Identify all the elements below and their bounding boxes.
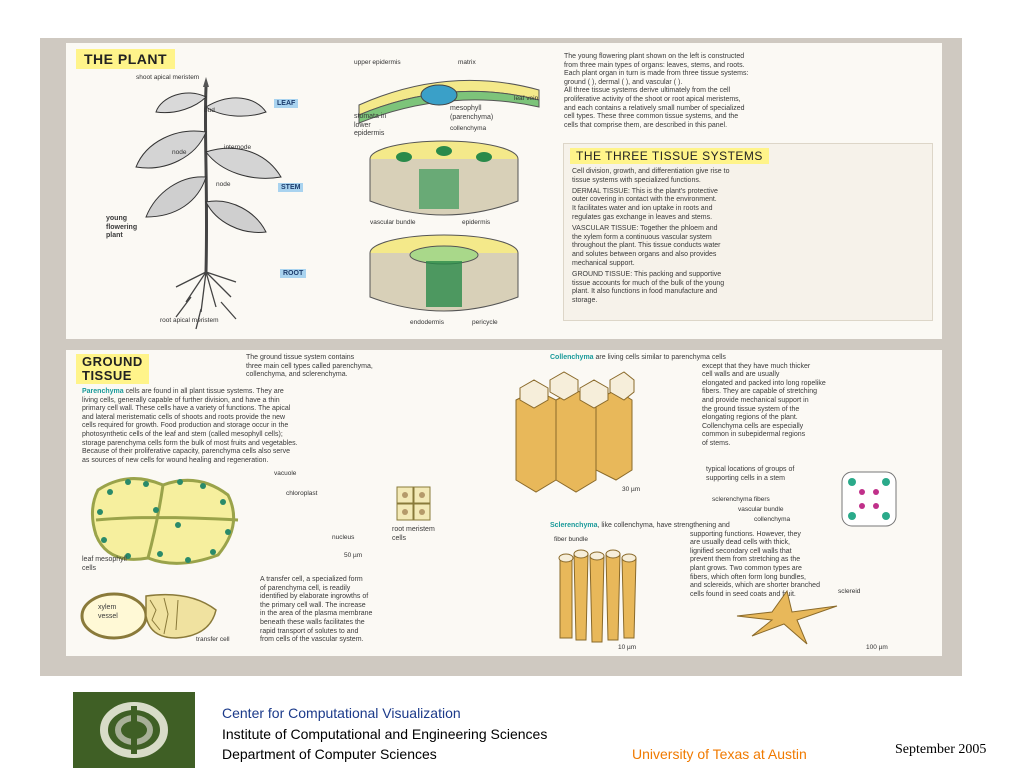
label-stomata: stomata in lower epidermis [354,113,387,138]
parenchyma-text: Parenchyma cells are found in all plant … [82,388,298,464]
sclerenchyma-text: Sclerenchyma, like collenchyma, have str… [550,522,820,598]
label-sclereid: sclereid [838,588,861,595]
stem-cross-section [369,140,519,216]
footer-institute: Institute of Computational and Engineeri… [222,726,548,742]
label-leaf-vein: leaf vein [514,95,539,102]
label-young-plant: young flowering plant [106,215,138,240]
label-scale-30: 30 µm [622,486,641,493]
footer-university: University of Texas at Austin [632,746,807,762]
collenchyma-word: Collenchyma [550,354,594,361]
plant-illustration [135,77,282,330]
label-internode: internode [224,144,252,151]
label-epidermis: epidermis [462,219,491,226]
sclereid-illustration [736,589,838,645]
label-vacuole: vacuole [274,470,297,477]
label-vascular-bundle-small: vascular bundle [738,506,784,513]
parenchyma-word: Parenchyma [82,388,124,395]
label-collenchyma: collenchyma [450,125,487,132]
label-mesophyll: mesophyll (parenchyma) [450,105,494,121]
label-bud: bud [204,107,215,114]
label-scale-50: 50 µm [344,552,363,559]
footer-department: Department of Computer Sciences [222,746,437,762]
sclerenchyma-word: Sclerenchyma [550,522,598,529]
tissue-systems-text: Cell division, growth, and differentiati… [572,168,730,305]
plant-panel-title: THE PLANT [76,49,176,69]
label-vascular-bundle: vascular bundle [370,219,416,226]
label-node: node [172,149,187,156]
ground-intro-text: The ground tissue system contains three … [246,354,373,379]
label-matrix: matrix [458,59,476,66]
label-root: ROOT [280,269,307,278]
label-leaf-mesophyll: leaf mesophyll cells [82,556,127,572]
root-cross-section [369,234,519,312]
stem-locations-illustration [841,471,897,527]
collenchyma-illustration [515,371,635,493]
label-scale-10: 10 µm [618,644,637,651]
fiber-bundle-illustration [558,549,637,643]
plant-intro-text: The young flowering plant shown on the l… [564,53,749,129]
label-xylem-vessel: xylem vessel [98,604,118,620]
label-upper-epidermis: upper epidermis [354,59,401,66]
label-shoot-apical-meristem: shoot apical meristem [136,74,200,81]
footer-date: September 2005 [895,742,987,757]
label-leaf: LEAF [274,99,299,108]
label-root-meristem: root meristem cells [392,526,435,542]
label-node-2: node [216,181,231,188]
label-nucleus: nucleus [332,534,355,541]
ccv-logo-icon [100,702,168,758]
label-stem: STEM [278,183,304,192]
plant-panel: THE PLANT shoot apical meristem bud LEAF… [66,43,942,339]
ccv-logo [73,692,195,768]
leaf-cross-section [358,79,540,124]
tissue-systems-box: THE THREE TISSUE SYSTEMS Cell division, … [563,143,933,321]
slide-figure: THE PLANT shoot apical meristem bud LEAF… [40,38,962,676]
label-fiber-bundle: fiber bundle [554,536,588,543]
ground-tissue-panel: GROUND TISSUE The ground tissue system c… [66,350,942,656]
label-pericycle: pericycle [472,319,498,326]
ground-tissue-title: GROUND TISSUE [76,354,149,384]
label-sclerenchyma-fibers: sclerenchyma fibers [712,496,770,503]
label-transfer-cell: transfer cell [196,636,230,643]
label-scale-100: 100 µm [866,644,888,651]
mesophyll-cells-illustration [91,477,239,565]
footer-center-name: Center for Computational Visualization [222,705,461,721]
label-endodermis: endodermis [410,319,444,326]
collenchyma-text: Collenchyma are living cells similar to … [550,354,826,447]
label-chloroplast: chloroplast [286,490,318,497]
transfer-cell-illustration [80,592,217,640]
label-collenchyma-small: collenchyma [754,516,791,523]
label-root-apical-meristem: root apical meristem [160,317,219,324]
transfer-cell-text: A transfer cell, a specialized form of p… [260,576,373,644]
tissue-systems-title: THE THREE TISSUE SYSTEMS [570,148,769,164]
label-typical-locations: typical locations of groups of supportin… [706,466,795,482]
root-meristem-illustration [396,486,431,521]
